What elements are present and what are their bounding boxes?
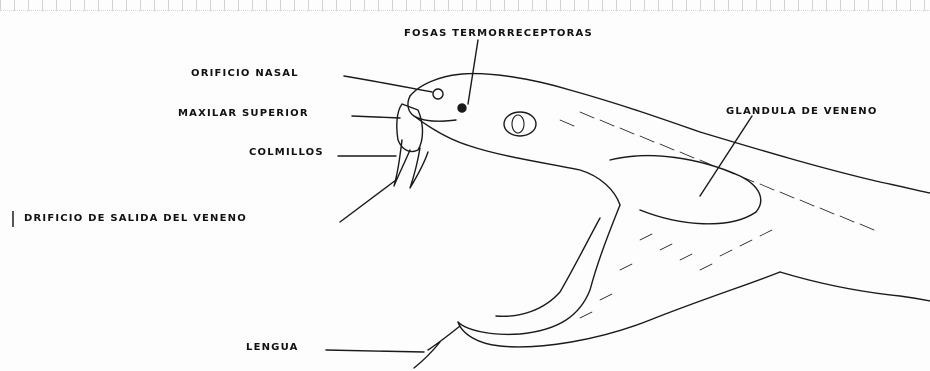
head-upper-outline [410, 74, 930, 193]
venom-gland-outline [610, 156, 761, 224]
lower-jaw-outer [458, 205, 620, 334]
label-orificio-salida-veneno: DRIFICIO DE SALIDA DEL VENENO [24, 213, 247, 224]
leader-orificio-nasal [344, 76, 432, 92]
leader-glandula [700, 116, 752, 196]
label-colmillos: COLMILLOS [249, 147, 324, 158]
leader-fosas [468, 40, 478, 104]
upper-jaw-edge [414, 116, 620, 205]
label-maxilar-superior: MAXILAR SUPERIOR [178, 108, 309, 119]
tongue [414, 326, 460, 368]
leader-orificio-salida [340, 180, 396, 222]
label-fosas-termorreceptoras: FOSAS TERMORRECEPTORAS [404, 28, 593, 39]
chin-outline [458, 272, 780, 347]
label-lengua: LENGUA [246, 342, 299, 353]
leader-lengua [326, 350, 424, 352]
eye-pupil [512, 115, 524, 133]
neck-underside [780, 272, 930, 301]
label-glandula-de-veneno: GLANDULA DE VENENO [726, 106, 878, 117]
label-orificio-nasal: ORIFICIO NASAL [191, 68, 299, 79]
leader-maxilar [352, 116, 400, 118]
fang-outline-2 [410, 148, 428, 188]
pit [458, 104, 466, 112]
scale-lines-2 [580, 230, 772, 318]
nostril [433, 89, 443, 99]
